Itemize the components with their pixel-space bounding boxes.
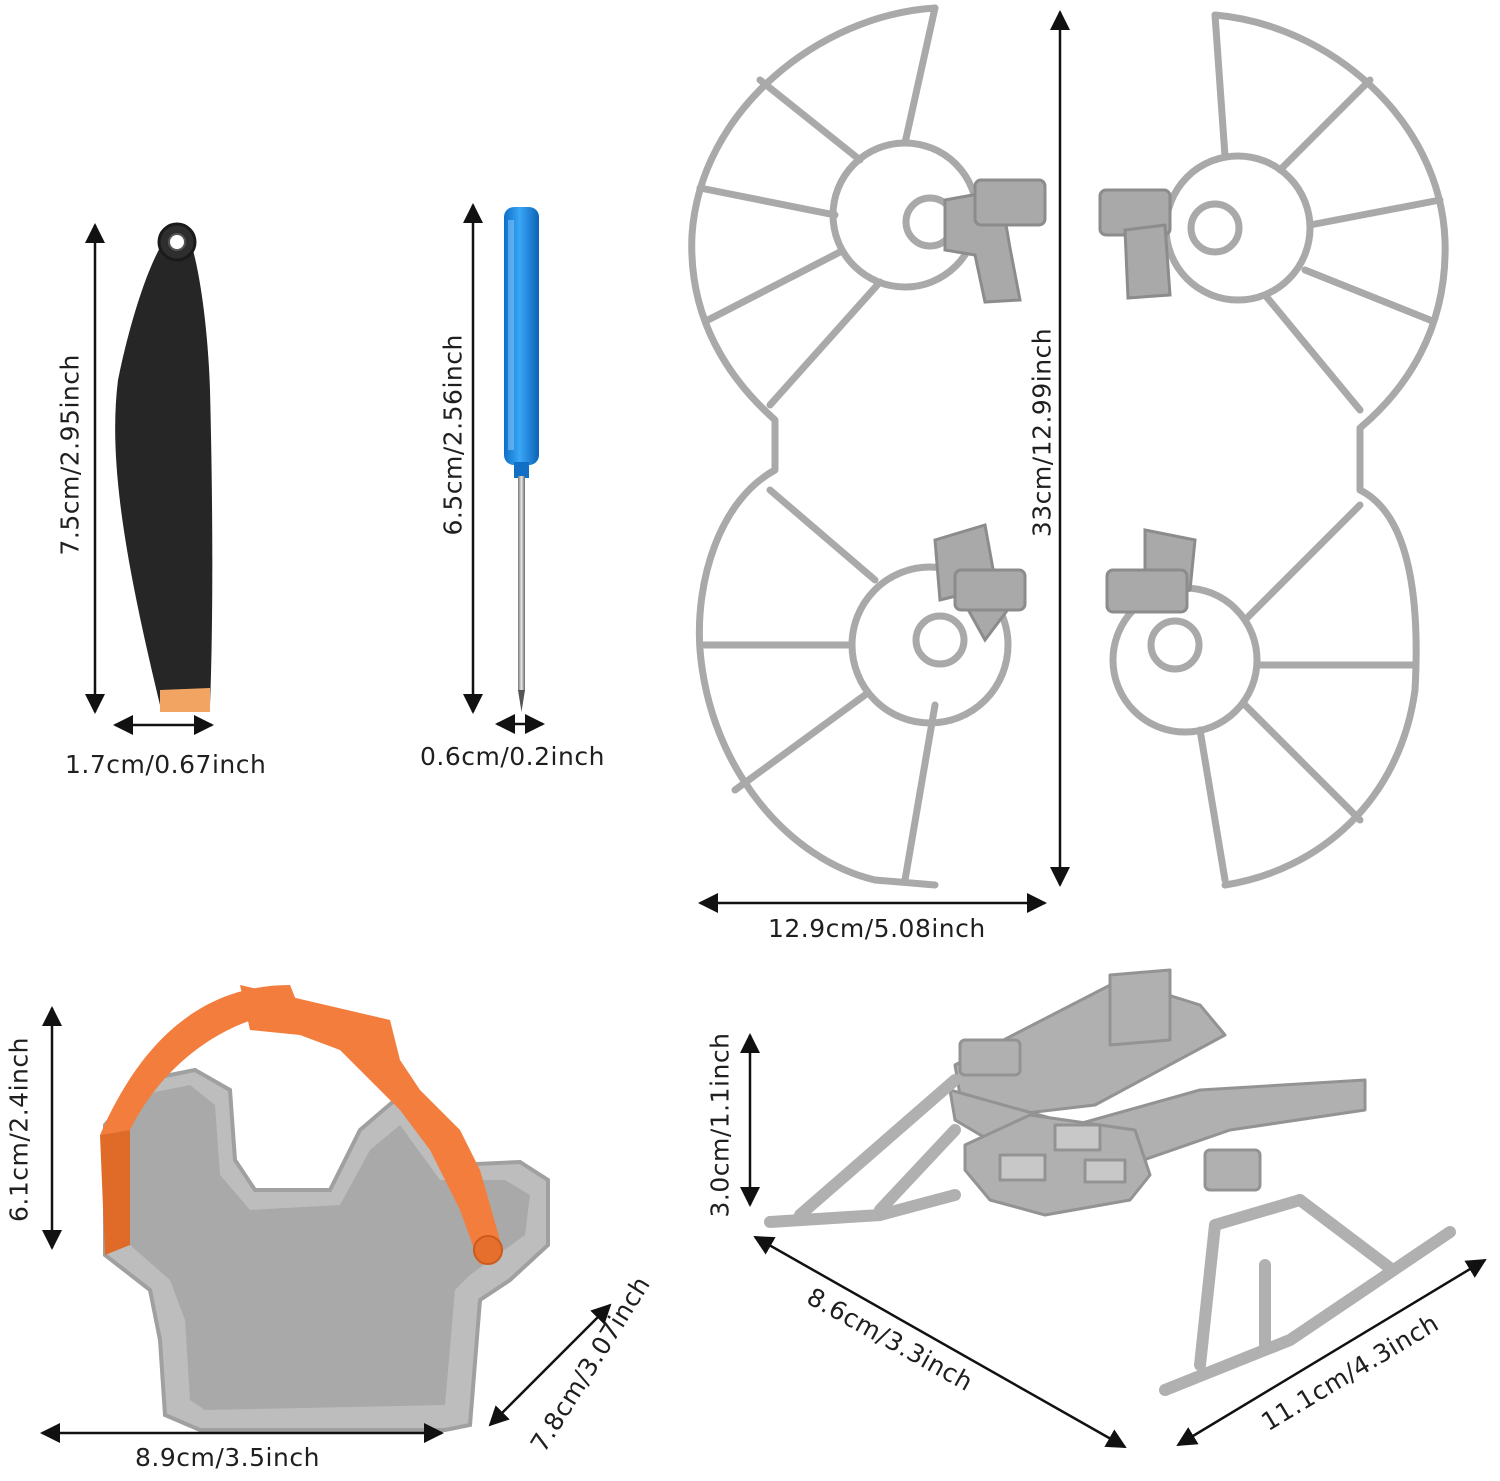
propeller-blade (115, 222, 213, 712)
propeller-guard-left (688, 4, 1012, 889)
gimbal-cover-width-label: 8.9cm/3.5inch (135, 1443, 320, 1472)
propeller-height-label: 7.5cm/2.95inch (55, 354, 85, 556)
gimbal-cover-height-label: 6.1cm/2.4inch (4, 1037, 34, 1222)
propeller-width-label: 1.7cm/0.67inch (65, 750, 267, 779)
landing-gear (948, 968, 1367, 1217)
propeller-guard-dimension-lines (698, 10, 1070, 913)
gimbal-cover (100, 985, 550, 1432)
propeller-guard-height-label: 33cm/12.99inch (1027, 327, 1057, 538)
propeller-dimension-lines (85, 223, 214, 735)
screwdriver-dimension-lines (463, 203, 545, 734)
landing-gear-dimension-lines (740, 1033, 1487, 1449)
gimbal-cover-dimension-lines (40, 1006, 612, 1443)
propeller-guard-right (1109, 11, 1449, 889)
screwdriver-width-label: 0.6cm/0.2inch (420, 742, 605, 771)
screwdriver (504, 207, 539, 712)
propeller-guard-left-clips (933, 178, 1047, 643)
propeller-guard-width-label: 12.9cm/5.08inch (768, 914, 986, 943)
propeller-guard-right-clips (1098, 188, 1197, 614)
screwdriver-height-label: 6.5cm/2.56inch (438, 334, 468, 536)
landing-gear-height-label: 3.0cm/1.1inch (705, 1032, 735, 1218)
